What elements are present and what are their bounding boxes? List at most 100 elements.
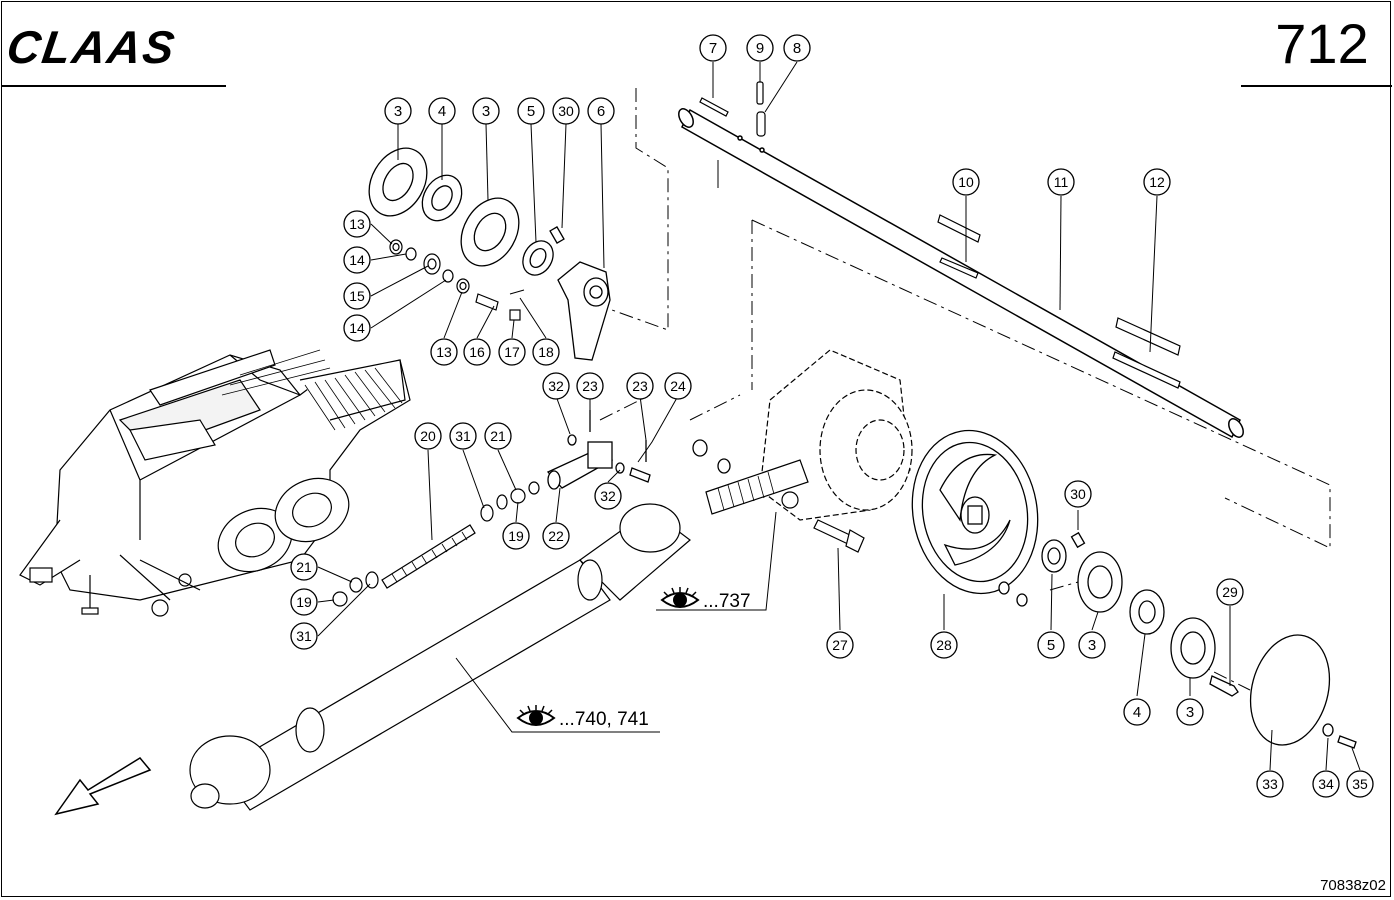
callout-c33: 33 <box>1256 770 1284 798</box>
callout-label: 27 <box>832 637 848 653</box>
shaft-part-11 <box>678 108 1244 439</box>
callout-c13a: 13 <box>343 210 371 238</box>
callout-c18: 18 <box>532 338 560 366</box>
threaded-rod-part-20 <box>332 481 540 607</box>
callout-c30b: 30 <box>1064 480 1092 508</box>
callout-label: 35 <box>1352 776 1368 792</box>
callout-circle <box>343 210 371 238</box>
gearbox-shaft <box>705 459 809 515</box>
callout-c3c: 3 <box>1078 631 1106 659</box>
callout-label: 6 <box>597 103 605 120</box>
callout-c27: 27 <box>826 631 854 659</box>
callout-circle <box>290 588 318 616</box>
callout-label: 3 <box>482 103 490 120</box>
leader-lines <box>317 61 1361 771</box>
callout-circle <box>594 482 622 510</box>
callout-c11: 11 <box>1047 168 1075 196</box>
callout-c5b: 5 <box>1037 631 1065 659</box>
callout-circle <box>1123 698 1151 726</box>
callout-c30a: 30 <box>552 97 580 125</box>
callout-c9: 9 <box>746 34 774 62</box>
callout-c5a: 5 <box>517 97 545 125</box>
callout-label: 4 <box>438 103 446 120</box>
callout-circle <box>430 338 458 366</box>
callout-label: 23 <box>582 378 598 394</box>
gear-part-28 <box>911 429 1039 595</box>
callout-label: 23 <box>632 378 648 394</box>
callout-c32b: 32 <box>594 482 622 510</box>
callout-c20: 20 <box>414 422 442 450</box>
callout-label: 9 <box>756 40 764 57</box>
callout-label: 30 <box>558 103 574 119</box>
callout-circle <box>1312 770 1340 798</box>
callout-circle <box>1256 770 1284 798</box>
callout-circle <box>542 522 570 550</box>
callout-circle <box>290 622 318 650</box>
baler-overview-image <box>19 349 411 617</box>
callout-label: 10 <box>958 174 974 190</box>
callout-label: 17 <box>504 344 520 360</box>
callout-c3a: 3 <box>384 97 412 125</box>
reference-737: ...737 <box>660 587 751 612</box>
callout-c23a: 23 <box>576 372 604 400</box>
callout-circle <box>498 338 526 366</box>
callout-label: 15 <box>349 288 365 304</box>
callout-label: 21 <box>490 428 506 444</box>
callout-c31a: 31 <box>449 422 477 450</box>
bearing-group-upper <box>368 147 611 361</box>
callout-label: 13 <box>436 344 452 360</box>
callout-c22: 22 <box>542 522 570 550</box>
callout-circle <box>472 97 500 125</box>
callout-c32a: 32 <box>542 372 570 400</box>
lever-part-22 <box>546 410 731 490</box>
callout-label: 11 <box>1054 174 1069 190</box>
callout-circle <box>414 422 442 450</box>
callout-c29: 29 <box>1216 578 1244 606</box>
callout-c14a: 14 <box>343 246 371 274</box>
claas-logo: CLAAS <box>4 21 180 73</box>
callout-label: 5 <box>527 103 535 120</box>
callout-circle <box>384 97 412 125</box>
callout-circle <box>428 97 456 125</box>
callout-label: 12 <box>1149 174 1165 190</box>
callout-label: 31 <box>296 628 312 644</box>
callout-circle <box>1037 631 1065 659</box>
callout-c4a: 4 <box>428 97 456 125</box>
callout-c21a: 21 <box>484 422 512 450</box>
callout-label: 30 <box>1070 486 1086 502</box>
callout-circle <box>1143 168 1171 196</box>
callout-circle <box>746 34 774 62</box>
callout-circle <box>1047 168 1075 196</box>
callout-c16: 16 <box>463 338 491 366</box>
pins-7-8-9 <box>699 81 766 137</box>
bearing-group-lower <box>998 531 1357 749</box>
callout-label: 21 <box>296 559 312 575</box>
callout-label: 28 <box>936 637 952 653</box>
callout-label: 8 <box>793 40 801 57</box>
callout-circle <box>587 97 615 125</box>
callout-label: 19 <box>508 528 524 544</box>
reference-737-text: ...737 <box>703 591 751 612</box>
washers-13-14-15 <box>389 239 525 321</box>
callout-circle <box>930 631 958 659</box>
callout-circle <box>449 422 477 450</box>
callout-label: 19 <box>296 594 312 610</box>
callout-label: 13 <box>349 216 365 232</box>
callout-circle <box>699 34 727 62</box>
bolt-part-27 <box>813 519 865 553</box>
callout-c31b: 31 <box>290 622 318 650</box>
brand-logo-text: CLAAS <box>4 21 180 73</box>
callout-circle <box>290 553 318 581</box>
callout-c8: 8 <box>783 34 811 62</box>
callout-circle <box>626 372 654 400</box>
callout-c35: 35 <box>1346 770 1374 798</box>
direction-arrow-icon <box>54 757 152 816</box>
callout-c7: 7 <box>699 34 727 62</box>
callout-label: 31 <box>455 428 471 444</box>
callout-label: 4 <box>1133 704 1141 721</box>
callout-label: 33 <box>1262 776 1278 792</box>
callout-label: 14 <box>349 252 365 268</box>
callout-circle <box>484 422 512 450</box>
